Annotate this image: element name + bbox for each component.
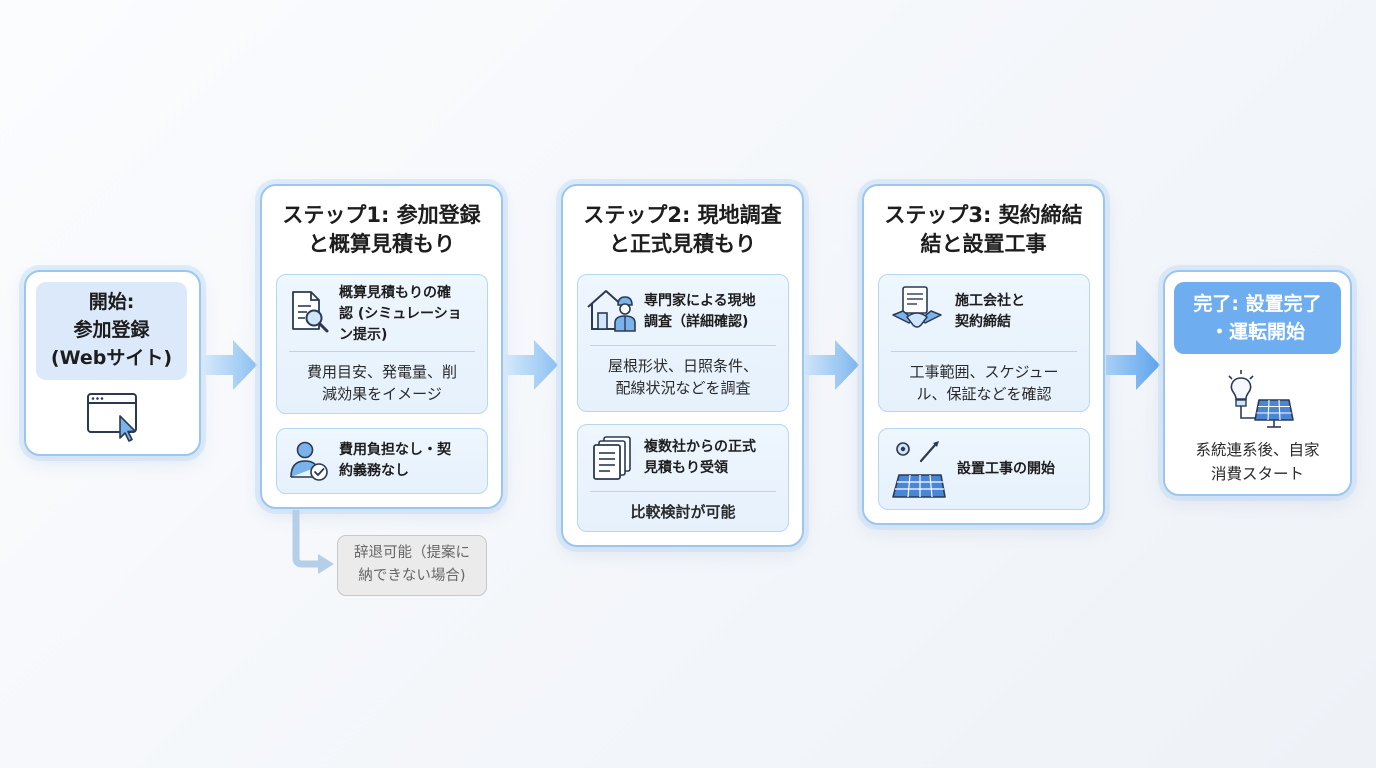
- step3-box1-divider: [891, 351, 1077, 352]
- step2-box2-divider: [590, 491, 776, 492]
- step1-box1-head: 概算見積もりの確 認 (シミュレーショ ン提示): [339, 285, 462, 343]
- step2-box1: 専門家による現地 調査（詳細確認) 屋根形状、日照条件、 配線状況などを調査: [577, 274, 789, 412]
- step1-box1-divider: [289, 351, 475, 352]
- browser-cursor-icon: [87, 393, 137, 442]
- flow-arrow-1: [203, 340, 257, 390]
- step3-title: ステップ3: 契約締結 結と設置工事: [884, 203, 1083, 256]
- step3-box1-head: 施工会社と 契約締結: [955, 293, 1025, 330]
- solar-panel-tools-icon: [892, 441, 946, 498]
- handshake-document-icon: [892, 286, 942, 328]
- step1-title: ステップ1: 参加登録 と概算見積もり: [282, 203, 481, 256]
- withdraw-text: 辞退可能（提案に 納できない場合): [354, 545, 470, 584]
- documents-icon: [593, 436, 631, 480]
- finish-body: 系統連系後、自家 消費スタート: [1195, 441, 1320, 483]
- step1-card: ステップ1: 参加登録 と概算見積もり 概算見積もりの確 認 (シミュレーショ …: [260, 184, 503, 509]
- step3-box2-head: 設置工事の開始: [957, 461, 1055, 477]
- step3-box1-body: 工事範囲、スケジュー ル、保証などを確認: [909, 363, 1059, 403]
- start-title-box: 開始: 参加登録 (Webサイト): [36, 282, 187, 380]
- flow-arrow-4: [1106, 340, 1160, 390]
- withdraw-arrow: [292, 510, 334, 574]
- step2-box1-divider: [590, 345, 776, 346]
- step3-box2: 設置工事の開始: [878, 428, 1090, 510]
- step2-box1-head: 専門家による現地 調査（詳細確認): [644, 293, 756, 330]
- step1-box1-body: 費用目安、発電量、削 減効果をイメージ: [306, 363, 457, 403]
- user-check-icon: [290, 441, 328, 481]
- step2-box1-body: 屋根形状、日照条件、 配線状況などを調査: [607, 357, 758, 397]
- document-search-icon: [292, 291, 329, 333]
- flow-arrow-3: [805, 340, 859, 390]
- withdraw-box: 辞退可能（提案に 納できない場合): [337, 535, 487, 596]
- finish-title-box: 完了: 設置完了 ・運転開始: [1174, 282, 1341, 354]
- finish-card: 完了: 設置完了 ・運転開始 系統連系後、自家 消費スタート: [1163, 270, 1352, 496]
- start-title: 開始: 参加登録 (Webサイト): [50, 291, 173, 369]
- step3-box1: 施工会社と 契約締結 工事範囲、スケジュー ル、保証などを確認: [878, 274, 1090, 412]
- step2-box2: 複数社からの正式 見積もり受領 比較検討が可能: [577, 424, 789, 532]
- bulb-solar-icon: [1228, 370, 1294, 428]
- step1-box2-head: 費用負担なし・契 約義務なし: [339, 442, 451, 479]
- start-card: 開始: 参加登録 (Webサイト): [24, 270, 201, 456]
- step2-card: ステップ2: 現地調査 と正式見積もり 専門家による現地 調査（詳細確認) 屋根…: [561, 184, 804, 547]
- finish-title: 完了: 設置完了 ・運転開始: [1193, 293, 1322, 343]
- step3-card: ステップ3: 契約締結 結と設置工事 施工会社と 契約締結 工事範囲、スケジュー…: [862, 184, 1105, 525]
- step1-box1: 概算見積もりの確 認 (シミュレーショ ン提示) 費用目安、発電量、削 減効果を…: [276, 274, 488, 414]
- flow-arrow-2: [504, 340, 558, 390]
- step2-title: ステップ2: 現地調査 と正式見積もり: [583, 203, 782, 256]
- house-worker-icon: [587, 290, 636, 332]
- step1-box2: 費用負担なし・契 約義務なし: [276, 428, 488, 494]
- step2-box2-head: 複数社からの正式 見積もり受領: [644, 439, 756, 476]
- step2-box2-body: 比較検討が可能: [630, 503, 736, 521]
